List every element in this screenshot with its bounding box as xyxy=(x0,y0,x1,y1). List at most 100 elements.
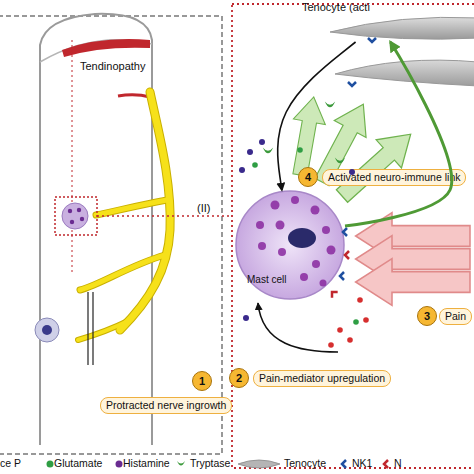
granule xyxy=(271,201,280,210)
legend-label: Tenocyte xyxy=(284,457,326,469)
granule xyxy=(320,280,327,287)
cell-nucleus xyxy=(288,228,316,248)
vessel-line xyxy=(92,292,93,365)
region-label: Tendinopathy xyxy=(80,60,145,72)
nk1-receptor xyxy=(343,228,347,236)
signal-connector xyxy=(345,42,452,226)
nk1-receptor xyxy=(348,82,356,86)
tendon-outline xyxy=(40,14,152,445)
tenocyte-cell xyxy=(335,60,474,86)
granule xyxy=(322,226,330,234)
flow-arrow xyxy=(258,303,338,352)
receptor-mark xyxy=(345,251,349,259)
mast-cell-small xyxy=(62,203,88,229)
tryptase-mark xyxy=(335,157,345,163)
callout-number: 4 xyxy=(298,167,318,187)
panel-frame xyxy=(232,4,474,468)
granule xyxy=(258,242,266,250)
receptor-mark xyxy=(329,289,337,297)
nerve-fiber xyxy=(96,200,167,215)
nerve-fiber xyxy=(120,92,170,330)
legend-label: Tryptase xyxy=(190,457,230,469)
tenocyte-shape xyxy=(330,17,474,39)
nerve-fiber xyxy=(80,255,165,290)
granule xyxy=(77,208,81,212)
callout-number: 1 xyxy=(192,371,212,391)
legend-sample xyxy=(177,461,185,466)
callout: 4Activated neuro-immune link xyxy=(298,166,458,190)
granule xyxy=(68,209,72,213)
granule xyxy=(300,273,308,281)
nk1-receptor xyxy=(368,38,376,42)
nerve-fiber xyxy=(78,320,130,340)
substance-p-dot xyxy=(328,342,334,348)
granule xyxy=(70,220,74,224)
histamine-dot xyxy=(259,139,265,145)
signal-arrow xyxy=(329,120,423,210)
callout-label: Pain-mediator upregulation xyxy=(253,370,391,387)
glutamate-dot xyxy=(353,319,359,325)
tendon-outline xyxy=(40,40,152,62)
granule xyxy=(291,196,299,204)
histamine-dot xyxy=(243,315,249,321)
glutamate-dot xyxy=(297,147,303,153)
glutamate-dot xyxy=(252,162,258,168)
granule xyxy=(256,221,264,229)
mast-cell: Mast cell xyxy=(235,190,345,300)
legend-label: Histamine xyxy=(123,457,170,469)
callout-label: Pain xyxy=(439,308,472,325)
signal-arrow xyxy=(356,259,470,306)
feedback-connector xyxy=(278,42,356,190)
legend-sample xyxy=(238,460,280,468)
tryptase-mark xyxy=(263,147,273,153)
guide-line xyxy=(72,40,73,275)
legend-sample xyxy=(342,460,346,468)
mast-cell-small xyxy=(35,318,59,342)
histamine-dot xyxy=(349,169,355,175)
substance-p-dot xyxy=(363,317,369,323)
granule xyxy=(312,260,320,268)
tenocyte-cell: Tenocyte (acti xyxy=(290,0,474,42)
legend-label: Glutamate xyxy=(54,457,102,469)
cell-nucleus xyxy=(42,325,52,335)
callout: 3Pain xyxy=(417,305,474,329)
tendinopathy-region xyxy=(118,95,150,97)
signal-arrow xyxy=(284,94,330,178)
callout-number: 3 xyxy=(417,306,437,326)
panel-label: (II) xyxy=(197,202,210,214)
callout: 1Protracted nerve ingrowth xyxy=(100,371,230,415)
substance-p-dot xyxy=(357,297,363,303)
substance-p-dot xyxy=(337,327,343,333)
cell-label: Mast cell xyxy=(247,274,286,285)
callout: 2Pain-mediator upregulation xyxy=(229,367,389,391)
granule xyxy=(80,217,84,221)
granule xyxy=(327,246,336,255)
mast-cell-shape xyxy=(236,191,344,299)
nerve-fiber xyxy=(96,200,167,215)
substance-p-dot xyxy=(347,337,353,343)
tendinopathy-region xyxy=(62,39,150,57)
panel-frame xyxy=(0,16,222,454)
tryptase-mark xyxy=(325,101,335,107)
legend-label: NK1 xyxy=(352,457,372,469)
legend-label: ce P xyxy=(0,457,21,469)
zoom-box xyxy=(55,197,97,235)
zoom-line xyxy=(97,215,232,217)
legend-swatch xyxy=(47,461,54,468)
granule xyxy=(276,221,285,230)
cell-label: Tenocyte (acti xyxy=(302,1,370,13)
vessel-line xyxy=(87,292,88,365)
legend-swatch xyxy=(116,461,123,468)
legend-sample xyxy=(384,460,388,468)
callout-label: Activated neuro-immune link xyxy=(322,169,466,186)
granule xyxy=(278,248,286,256)
callout-number: 2 xyxy=(229,368,249,388)
callout-label: Protracted nerve ingrowth xyxy=(100,397,232,414)
legend-label: N xyxy=(394,457,402,469)
histamine-dot xyxy=(247,149,253,155)
granule xyxy=(311,206,320,215)
histamine-dot xyxy=(239,167,245,173)
